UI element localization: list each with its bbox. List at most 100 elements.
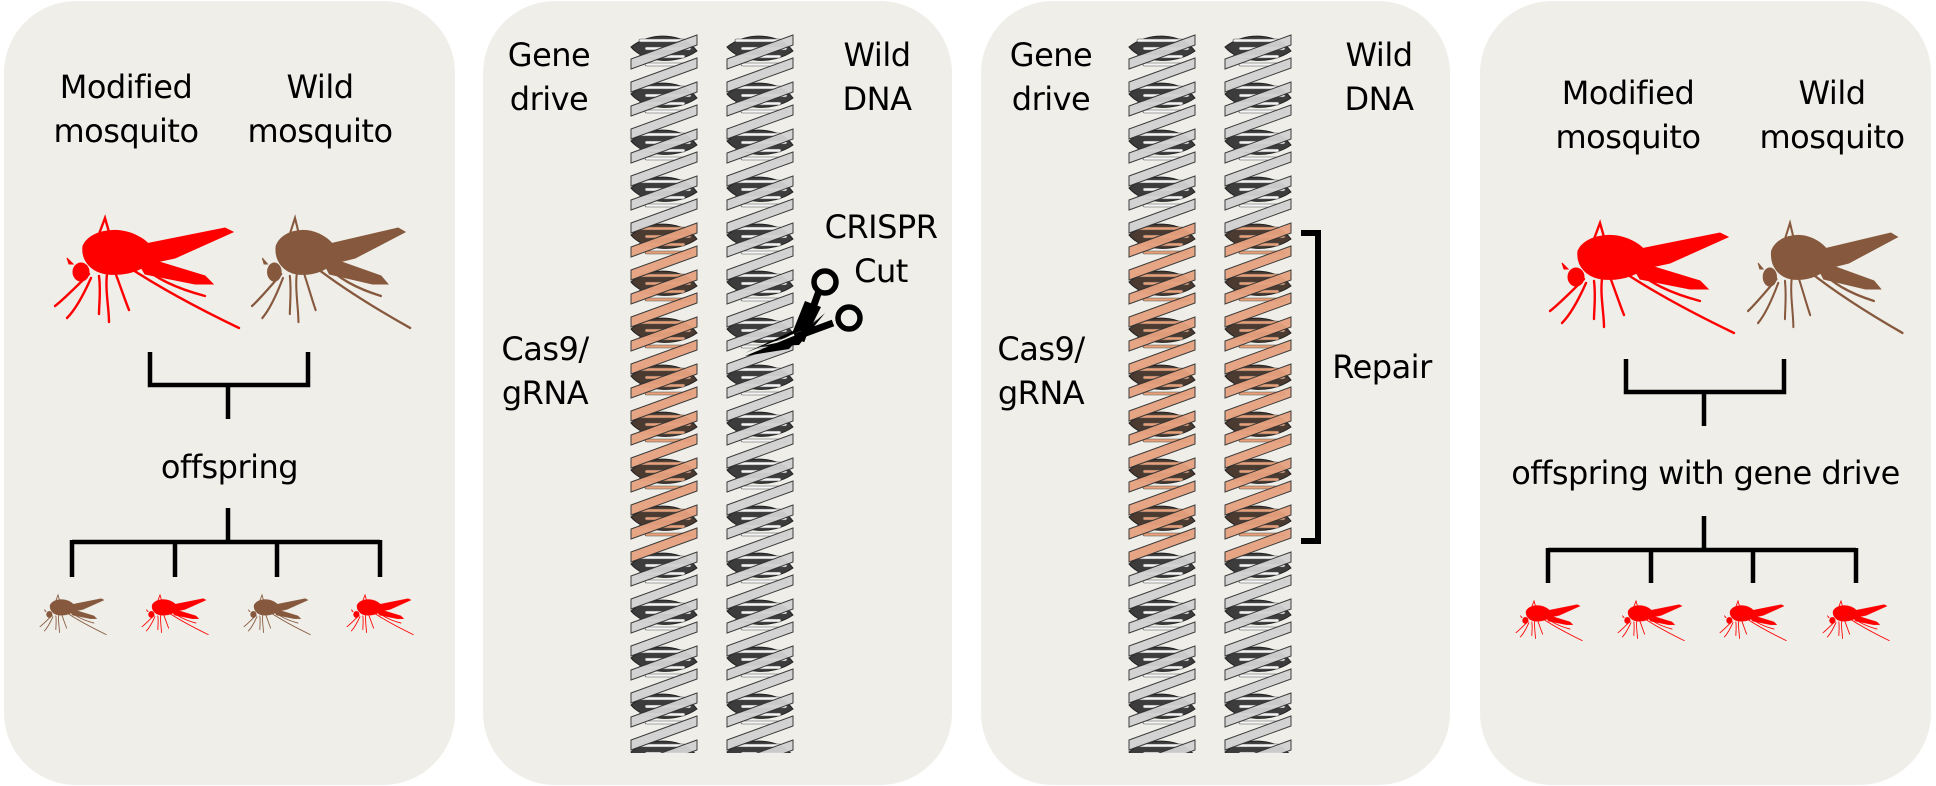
modified-mosquito-icon [53,216,241,330]
modified-offspring-icon [1515,600,1583,642]
modified-mosquito-label: Modified mosquito [1528,71,1728,159]
scissors-icon [745,268,863,356]
helix-front-segment [1224,198,1292,234]
helix-front-segment [1224,222,1292,258]
helix-front-segment [1128,386,1196,422]
helix-front-segment [1224,175,1292,211]
helix-front-segment [1224,339,1292,375]
wild-mosquito-label: Wild mosquito [1742,71,1922,159]
helix-front-segment [1224,81,1292,117]
modified-offspring-icon [1617,600,1685,642]
helix-front-segment [630,433,698,469]
helix-front-segment [630,527,698,563]
helix-front-segment [1128,104,1196,140]
helix-front-segment [1224,410,1292,446]
helix-front-segment [726,527,794,563]
helix-front-segment [1224,292,1292,328]
helix-front-segment [726,104,794,140]
repair-bracket [1301,230,1321,544]
offspring-row [1515,600,1890,642]
gene-drive-helix [1128,34,1196,753]
helix-front-segment [726,81,794,117]
helix-front-segment [1128,81,1196,117]
helix-front-segment [726,151,794,187]
front-strand [1224,34,1292,786]
gene-drive-label: Gene drive [1003,33,1099,121]
label-line: gRNA [997,374,1085,412]
wild-mosquito-label: Wild mosquito [230,65,410,153]
panel2-graphics [630,34,863,786]
panel-cross-with-drive: Modified mosquito Wild mosquito offsprin… [1480,1,1931,785]
helix-front-segment [630,198,698,234]
label-line: mosquito [247,112,393,150]
label-line: Wild [1798,74,1866,112]
wild-offspring-icon [39,594,107,636]
helix-front-segment [1128,621,1196,657]
helix-front-segment [726,292,794,328]
wild-dna-helix [1224,34,1292,786]
helix-front-segment [1225,763,1291,786]
helix-front-segment [1128,433,1196,469]
helix-front-segment [1253,739,1292,753]
helix-front-segment [1224,151,1292,187]
helix-front-segment [726,198,794,234]
label-line: Cut [854,252,908,290]
offspring-row [39,594,414,636]
helix-front-segment [630,57,698,93]
helix-front-segment [1128,222,1196,258]
helix-front-segment [1224,34,1292,70]
helix-front-segment [630,715,698,751]
repair-label: Repair [1332,348,1432,386]
helix-front-segment [659,739,698,753]
label-line: drive [1011,80,1091,118]
helix-front-segment [1128,34,1196,70]
helix-front-segment [1128,551,1196,587]
helix-front-segment [1224,433,1292,469]
helix-front-segment [727,763,793,786]
helix-front-segment [1128,245,1196,281]
helix-front-segment [726,222,794,258]
helix-front-segment [726,504,794,540]
modified-offspring-icon [1822,600,1890,642]
helix-front-segment [1224,527,1292,563]
helix-front-segment [726,34,794,70]
offspring-tree [1545,547,1859,583]
helix-front-segment [726,645,794,681]
panel-crispr-cut: Gene drive Wild DNA CRISPR Cut Cas9/ gRN… [483,1,952,785]
helix-front-segment [630,316,698,352]
helix-front-segment [1128,175,1196,211]
offspring-label: offspring with gene drive [1511,454,1900,492]
helix-front-segment [726,316,794,352]
helix-front-segment [630,457,698,493]
helix-front-segment [1224,715,1292,751]
helix-front-segment [630,645,698,681]
label-line: Wild [843,36,911,74]
helix-front-segment [726,574,794,610]
helix-front-segment [630,245,698,281]
helix-front-segment [1224,363,1292,399]
parents-bracket [147,352,311,388]
wild-dna-helix [726,34,794,786]
offspring-tree [69,539,383,577]
helix-front-segment [1128,128,1196,164]
helix-front-segment [755,739,794,753]
helix-front-segment [1224,504,1292,540]
helix-front-segment [1128,198,1196,234]
helix-front-segment [1128,57,1196,93]
helix-front-segment [1224,574,1292,610]
helix-front-segment [630,175,698,211]
wild-dna-label: Wild DNA [829,33,925,121]
helix-front-segment [630,621,698,657]
parents-bracket [1623,359,1787,395]
crispr-cut-label: CRISPR Cut [819,205,943,293]
helix-front-segment [630,598,698,634]
helix-front-segment [1128,151,1196,187]
helix-front-segment [1128,316,1196,352]
helix-front-segment [1224,104,1292,140]
helix-front-segment [630,81,698,117]
helix-front-segment [1128,692,1196,728]
helix-front-segment [630,574,698,610]
helix-front-segment [630,668,698,704]
label-line: Gene [507,36,591,74]
helix-front-segment [630,410,698,446]
